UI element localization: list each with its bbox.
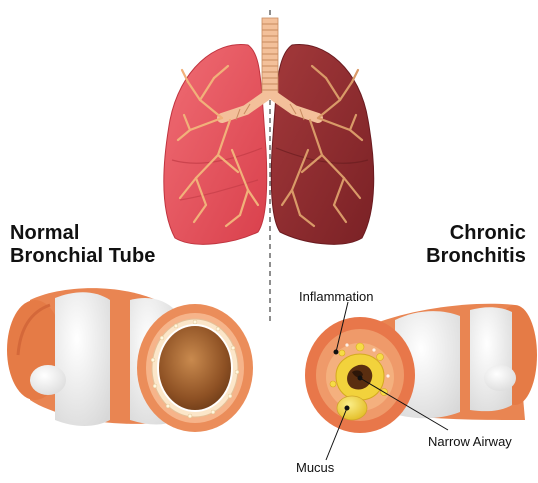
chronic-bronchitis-title: Chronic Bronchitis bbox=[426, 222, 526, 268]
narrow-airway-label: Narrow Airway bbox=[428, 434, 512, 449]
normal-bronchial-tube-title: Normal Bronchial Tube bbox=[10, 222, 155, 268]
normal-title-line1: Normal bbox=[10, 222, 155, 245]
chronic-title-line2: Bronchitis bbox=[426, 245, 526, 268]
mucus-label: Mucus bbox=[296, 460, 334, 475]
normal-bronchial-tube bbox=[7, 288, 253, 432]
inflammation-label: Inflammation bbox=[299, 289, 373, 304]
chronic-title-line1: Chronic bbox=[426, 222, 526, 245]
healthy-lung bbox=[164, 44, 267, 244]
lungs-illustration bbox=[164, 18, 374, 244]
normal-title-line2: Bronchial Tube bbox=[10, 245, 155, 268]
mucus-blob bbox=[337, 396, 367, 420]
